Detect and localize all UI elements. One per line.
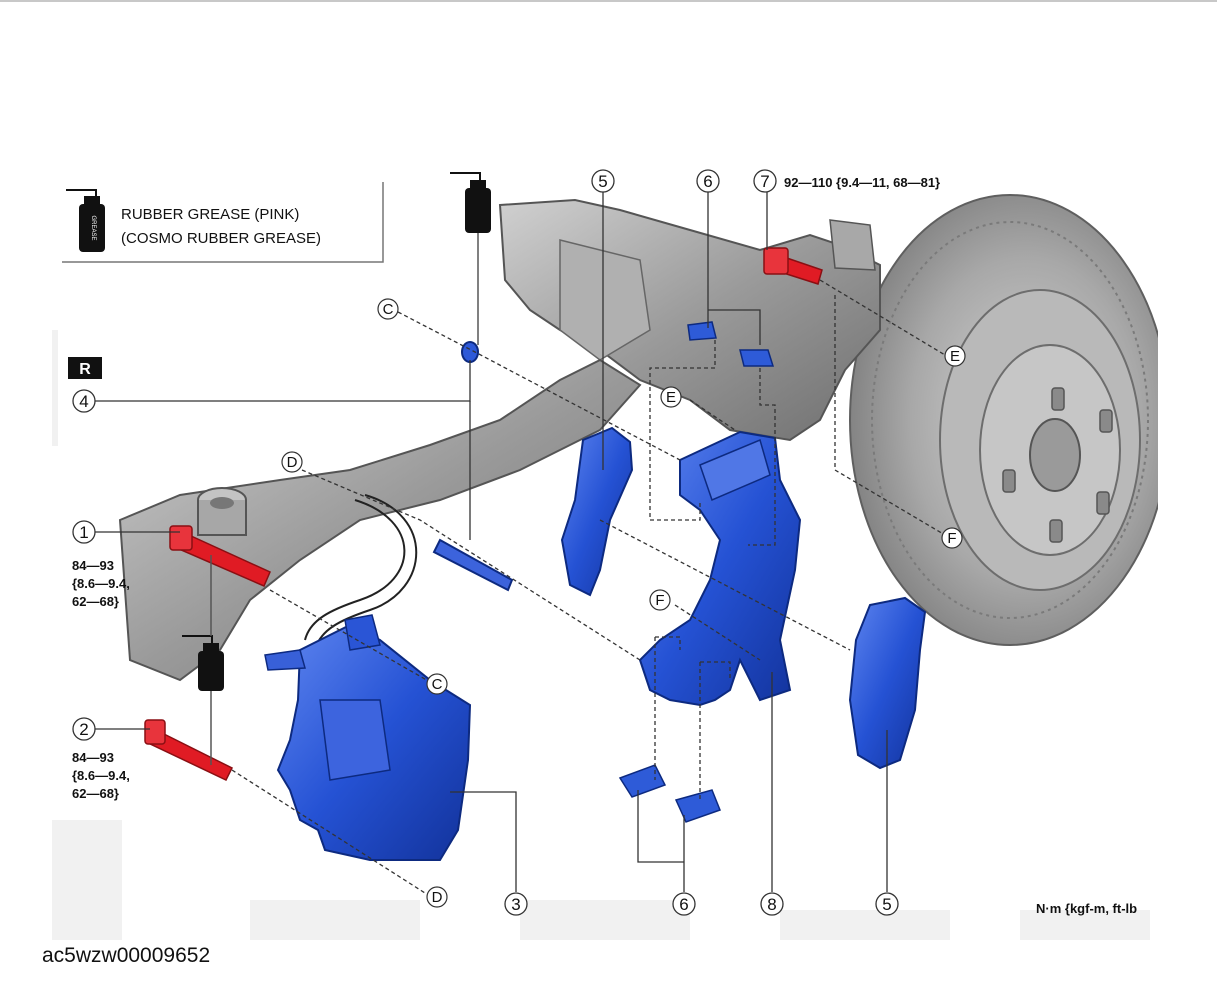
- brake-hose: [304, 494, 418, 651]
- guide-pin: [432, 341, 514, 592]
- letter-e-bracket: E: [660, 386, 682, 408]
- legend-box: GREASE RUBBER GREASE (PINK) (COSMO RUBBE…: [62, 182, 384, 263]
- lower-control-arm: [118, 358, 642, 682]
- legend-icon-text: GREASE: [90, 215, 96, 240]
- caliper-bracket: [638, 430, 802, 707]
- callout-7-label: 7: [760, 172, 769, 191]
- torque-bolt-7: 92—110 {9.4—11, 68—81}: [784, 175, 940, 190]
- svg-text:62—68}: 62—68}: [72, 594, 119, 609]
- svg-text:{8.6—9.4,: {8.6—9.4,: [72, 576, 130, 591]
- pad-clips-upper: [687, 321, 775, 367]
- letter-d-bottom: D: [426, 886, 448, 908]
- leader-lines: [95, 192, 888, 892]
- grease-tube-icon: GREASE: [66, 189, 105, 252]
- callout-5-bottom: 5: [875, 892, 899, 916]
- callout-5-top-label: 5: [598, 172, 607, 191]
- brake-pad-inner: [560, 426, 634, 597]
- callout-6-top: 6: [696, 169, 720, 193]
- assembly-lines: [231, 279, 946, 894]
- callout-6-top-label: 6: [703, 172, 712, 191]
- grease-tube-icon: [450, 172, 491, 345]
- letter-d-top: D: [281, 451, 303, 473]
- svg-text:62—68}: 62—68}: [72, 786, 119, 801]
- callout-1-label: 1: [79, 523, 88, 542]
- torque-units: N·m {kgf-m, ft-lb: [1036, 901, 1137, 916]
- caliper-body: [264, 614, 472, 861]
- svg-text:C: C: [432, 676, 443, 693]
- wheel-studs: [1002, 387, 1113, 543]
- callout-1: 1: [72, 520, 96, 544]
- callout-3-label: 3: [511, 895, 520, 914]
- bolt-2: [144, 719, 234, 781]
- top-border: [0, 0, 1217, 2]
- svg-text:F: F: [947, 530, 956, 547]
- svg-text:C: C: [383, 301, 394, 318]
- watermark: [52, 330, 1150, 940]
- side-marker-badge: [68, 357, 102, 379]
- torque-bolt-2: 84—93 {8.6—9.4, 62—68}: [72, 750, 130, 801]
- side-marker: R: [79, 361, 91, 378]
- svg-text:D: D: [287, 454, 298, 471]
- torque-bolt-1: 84—93 {8.6—9.4, 62—68}: [72, 558, 130, 609]
- svg-text:E: E: [666, 389, 676, 406]
- bolt-7: [763, 247, 823, 285]
- letter-c-bottom: C: [426, 673, 448, 695]
- pad-clips-lower: [618, 764, 721, 823]
- callout-6-bottom: 6: [672, 892, 696, 916]
- letter-c-top: C: [377, 298, 399, 320]
- image-code: ac5wzw00009652: [42, 944, 211, 967]
- brake-pad-outer: [848, 596, 927, 770]
- callout-8: 8: [760, 892, 784, 916]
- legend-line-1: RUBBER GREASE (PINK): [121, 206, 299, 223]
- callout-3: 3: [504, 892, 528, 916]
- callout-2-label: 2: [79, 720, 88, 739]
- callout-2: 2: [72, 717, 96, 741]
- callout-6-bottom-label: 6: [679, 895, 688, 914]
- callout-8-label: 8: [767, 895, 776, 914]
- letter-f-bracket: F: [649, 589, 671, 611]
- letter-e-hub: E: [944, 345, 966, 367]
- letter-f-hub: F: [941, 527, 963, 549]
- callout-4: 4: [72, 389, 96, 413]
- svg-text:84—93: 84—93: [72, 750, 114, 765]
- svg-text:84—93: 84—93: [72, 558, 114, 573]
- callout-4-label: 4: [79, 392, 88, 411]
- svg-text:{8.6—9.4,: {8.6—9.4,: [72, 768, 130, 783]
- svg-text:F: F: [655, 592, 664, 609]
- callout-5-bottom-label: 5: [882, 895, 891, 914]
- legend-line-2: (COSMO RUBBER GREASE): [121, 230, 321, 247]
- svg-text:E: E: [950, 348, 960, 365]
- grease-tube-icon: [182, 555, 224, 765]
- callout-5-top: 5: [591, 169, 615, 193]
- brake-rotor: [849, 194, 1171, 646]
- svg-text:D: D: [432, 889, 443, 906]
- callout-7: 7: [753, 169, 777, 193]
